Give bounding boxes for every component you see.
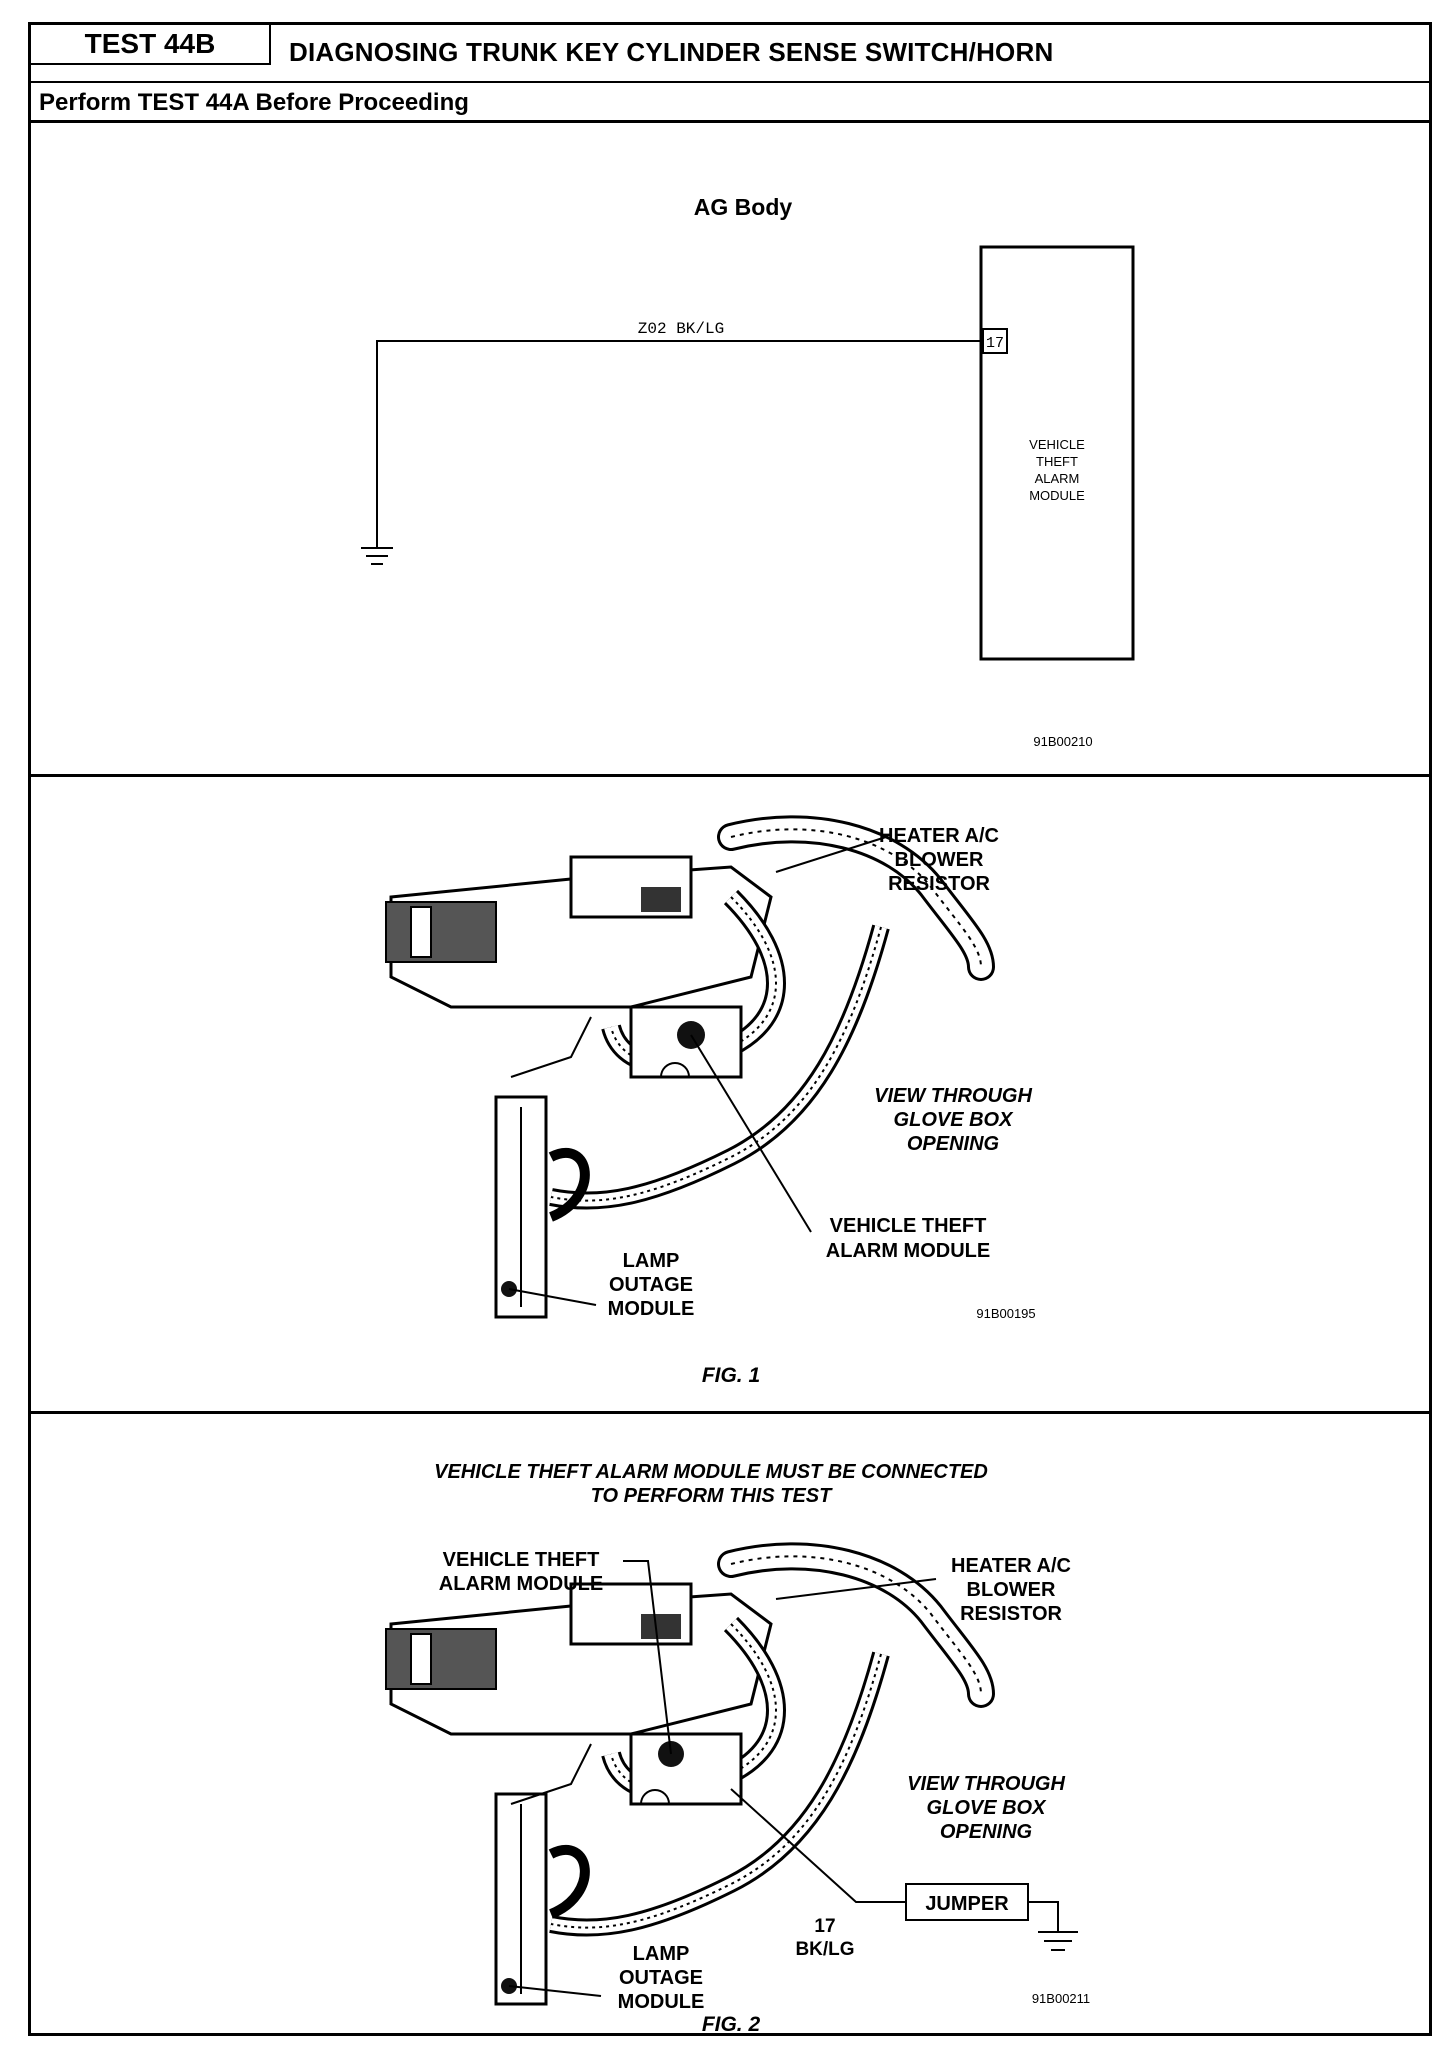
heater-callout-2: BLOWER (967, 1579, 1056, 1601)
figure-caption: FIG. 2 (702, 2013, 761, 2036)
heater-leader (775, 836, 887, 873)
ground-icon (1038, 1931, 1078, 1951)
heater-callout-3: RESISTOR (960, 1603, 1062, 1625)
heater-leader (775, 1578, 937, 1600)
figure-code: 91B00210 (1033, 734, 1092, 749)
pin-number: 17 (986, 335, 1004, 352)
view-callout-3: OPENING (940, 1821, 1032, 1843)
view-callout-1: VIEW THROUGH (907, 1773, 1065, 1795)
connection-note-2: TO PERFORM THIS TEST (591, 1485, 834, 1507)
module-label-2: THEFT (1036, 454, 1078, 469)
view-callout-3: OPENING (907, 1133, 999, 1155)
ground-wire (376, 340, 983, 548)
ground-icon (361, 547, 393, 565)
heater-callout-3: RESISTOR (888, 873, 990, 895)
alarm-module-box (979, 245, 1135, 661)
view-callout-2: GLOVE BOX (927, 1797, 1048, 1819)
pin-callout: 17 (814, 1916, 835, 1937)
view-callout-2: GLOVE BOX (894, 1109, 1015, 1131)
lamp-callout-1: LAMP (623, 1250, 680, 1272)
wiring-schematic: AG Body 17 Z02 BK/LG VEHICLE THEFT ALARM… (361, 194, 1135, 749)
wire-label: Z02 BK/LG (638, 320, 724, 338)
wire-color-callout: BK/LG (795, 1939, 854, 1960)
subheader-row: Perform TEST 44A Before Proceeding (31, 83, 1429, 123)
vtam-callout-2: ALARM MODULE (826, 1240, 990, 1262)
module-label-3: ALARM (1035, 471, 1080, 486)
prerequisite-note: Perform TEST 44A Before Proceeding (39, 89, 469, 116)
figure-caption: FIG. 1 (702, 1364, 760, 1387)
heater-callout-1: HEATER A/C (951, 1555, 1071, 1577)
fig2-illustration: VEHICLE THEFT ALARM MODULE MUST BE CONNE… (385, 1461, 1090, 2036)
lamp-leader (508, 1985, 602, 1997)
figure-code: 91B00195 (976, 1306, 1035, 1321)
schematic-panel: AG Body 17 Z02 BK/LG VEHICLE THEFT ALARM… (31, 123, 1429, 777)
lamp-leader (508, 1288, 597, 1306)
heater-callout-1: HEATER A/C (879, 825, 999, 847)
fig1-illustration: HEATER A/C BLOWER RESISTOR VIEW THROUGH … (385, 815, 1036, 1387)
jumper-wire (730, 1788, 906, 1903)
vtam-callout-2: ALARM MODULE (439, 1573, 603, 1595)
module-label-4: MODULE (1029, 488, 1085, 503)
vtam-callout-1: VEHICLE THEFT (443, 1549, 600, 1571)
lamp-callout-2: OUTAGE (609, 1274, 693, 1296)
lamp-callout-3: MODULE (608, 1298, 695, 1320)
view-callout-1: VIEW THROUGH (874, 1085, 1032, 1107)
body-label: AG Body (694, 194, 793, 220)
figure-code: 91B00211 (1032, 1991, 1090, 2006)
test-number: TEST 44B (31, 25, 271, 65)
vtam-leader (623, 1560, 672, 1755)
dashboard-harness-drawing (385, 815, 995, 1319)
test-title: DIAGNOSING TRUNK KEY CYLINDER SENSE SWIT… (289, 37, 1054, 67)
lamp-callout-3: MODULE (618, 1991, 705, 2013)
lamp-callout-2: OUTAGE (619, 1967, 703, 1989)
jumper-label: JUMPER (925, 1893, 1009, 1915)
connection-note-1: VEHICLE THEFT ALARM MODULE MUST BE CONNE… (434, 1461, 988, 1483)
vtam-callout-1: VEHICLE THEFT (830, 1215, 987, 1237)
fig2-panel: VEHICLE THEFT ALARM MODULE MUST BE CONNE… (31, 1414, 1429, 2039)
fig1-panel: HEATER A/C BLOWER RESISTOR VIEW THROUGH … (31, 777, 1429, 1414)
header-row: TEST 44B DIAGNOSING TRUNK KEY CYLINDER S… (31, 25, 1429, 83)
jumper-ground-wire (1028, 1901, 1059, 1932)
heater-callout-2: BLOWER (895, 849, 984, 871)
dashboard-harness-drawing (385, 1542, 995, 2006)
module-label-1: VEHICLE (1029, 437, 1085, 452)
procedure-page: TEST 44B DIAGNOSING TRUNK KEY CYLINDER S… (28, 22, 1432, 2036)
lamp-callout-1: LAMP (633, 1943, 690, 1965)
vtam-leader (690, 1034, 812, 1233)
